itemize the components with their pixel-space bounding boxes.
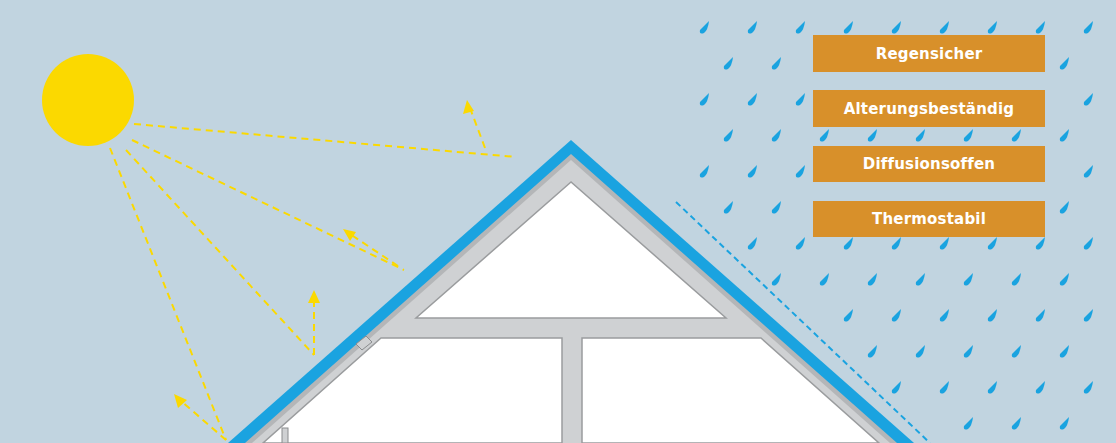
rain-drop [940,237,949,250]
sun-rays [110,108,516,440]
rain-drop [1084,21,1093,34]
rain-drop [700,165,709,178]
rain-drop [868,273,877,286]
rain-drop [1036,21,1045,34]
rain-drop [1060,273,1069,286]
attic-space [416,182,726,318]
rain-drop [1060,417,1069,430]
rain-drop [1012,129,1021,142]
property-box: Regensicher [813,35,1045,72]
rain-drop [796,237,805,250]
rain-drop [748,237,757,250]
rain-drop [772,129,781,142]
rain-drop [796,21,805,34]
rain-drop [772,57,781,70]
rain-drop [892,381,901,394]
rain-drop [748,21,757,34]
rain-drop [1060,201,1069,214]
rain-drop [868,129,877,142]
rain-drop [748,165,757,178]
rain-drop [988,381,997,394]
right-room [582,338,879,443]
rain-drop [1084,93,1093,106]
rain-drop [1036,309,1045,322]
sun [42,54,134,146]
rain-drop [796,165,805,178]
rain-drop [868,345,877,358]
rain-drop [916,273,925,286]
rain-drop [988,309,997,322]
rain-drop [844,309,853,322]
rain-drop [1084,309,1093,322]
rain-drop [724,201,733,214]
rain-drop [1060,345,1069,358]
rain-drop [940,381,949,394]
rain-drop [892,237,901,250]
rain-drop [796,93,805,106]
rain-drop [964,129,973,142]
rain-drop [1036,237,1045,250]
rain-drop [916,129,925,142]
rain-drop [1012,417,1021,430]
left-room [263,338,562,443]
wall-band [252,160,890,443]
ray-arrowheads [174,100,474,408]
rain-drop [940,309,949,322]
rain-drop [844,21,853,34]
rain-drop [988,21,997,34]
rain-drop [1084,381,1093,394]
rain-drop [772,201,781,214]
rain-drop [724,57,733,70]
rain-drop [964,345,973,358]
rain-drop [700,93,709,106]
rain-drop [820,273,829,286]
property-box: Diffusionsoffen [813,146,1045,182]
rain-drop [1012,273,1021,286]
rain-drop [964,273,973,286]
rain-drop [748,93,757,106]
rain-drop [964,417,973,430]
rain-drop [844,237,853,250]
rain-drop [724,129,733,142]
property-box: Thermostabil [813,201,1045,237]
rain-drop [916,345,925,358]
property-label: Regensicher [876,45,983,63]
property-label: Thermostabil [872,210,986,228]
rain-drop [892,21,901,34]
rain-drop [1036,381,1045,394]
rain-drop [772,273,781,286]
property-box: Alterungsbeständig [813,90,1045,127]
rain-drop [1060,57,1069,70]
property-label: Diffusionsoffen [863,155,996,173]
rain-drop [940,21,949,34]
property-label: Alterungsbeständig [844,100,1015,118]
roof-structure [245,154,897,443]
rain-drop [820,129,829,142]
wall-detail [282,428,288,443]
roof-membrane [228,140,914,443]
rain-drop [1012,345,1021,358]
rain-drop [1084,165,1093,178]
rafter-detail [356,336,372,350]
rain-drop [1084,237,1093,250]
rain-drop [892,309,901,322]
rain-drop [988,237,997,250]
rain-drop [700,21,709,34]
rain-drop [1060,129,1069,142]
